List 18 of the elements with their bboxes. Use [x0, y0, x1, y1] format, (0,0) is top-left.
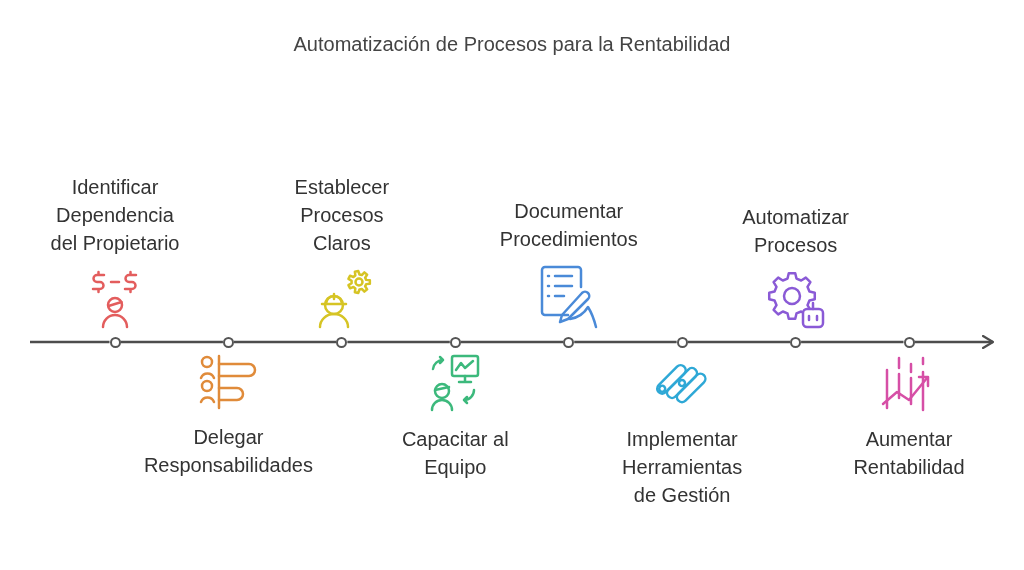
timeline-line: [233, 340, 337, 344]
step-label: Establecer Procesos Claros: [293, 175, 391, 256]
step-label: Documentar Procedimientos: [498, 199, 639, 252]
timeline-line: [460, 340, 564, 344]
timeline-line: [687, 340, 791, 344]
timeline-line: [574, 340, 677, 344]
step-label: Aumentar Rentabilidad: [852, 427, 966, 480]
step-label: Implementar Herramientas de Gestión: [621, 427, 744, 508]
timeline-line: [120, 340, 223, 344]
timeline-line: [30, 340, 110, 344]
timeline-line: [801, 340, 904, 344]
step-label: Identificar Dependencia del Propietario: [49, 175, 181, 256]
timeline-arrow: [914, 334, 995, 350]
timeline-line: [347, 340, 450, 344]
diagram-title: Automatización de Procesos para la Rentabilidad: [293, 32, 731, 57]
step-label: Capacitar al Equipo: [400, 427, 510, 480]
step-label: Automatizar Procesos: [741, 205, 850, 258]
step-label: Delegar Responsabilidades: [142, 425, 314, 478]
